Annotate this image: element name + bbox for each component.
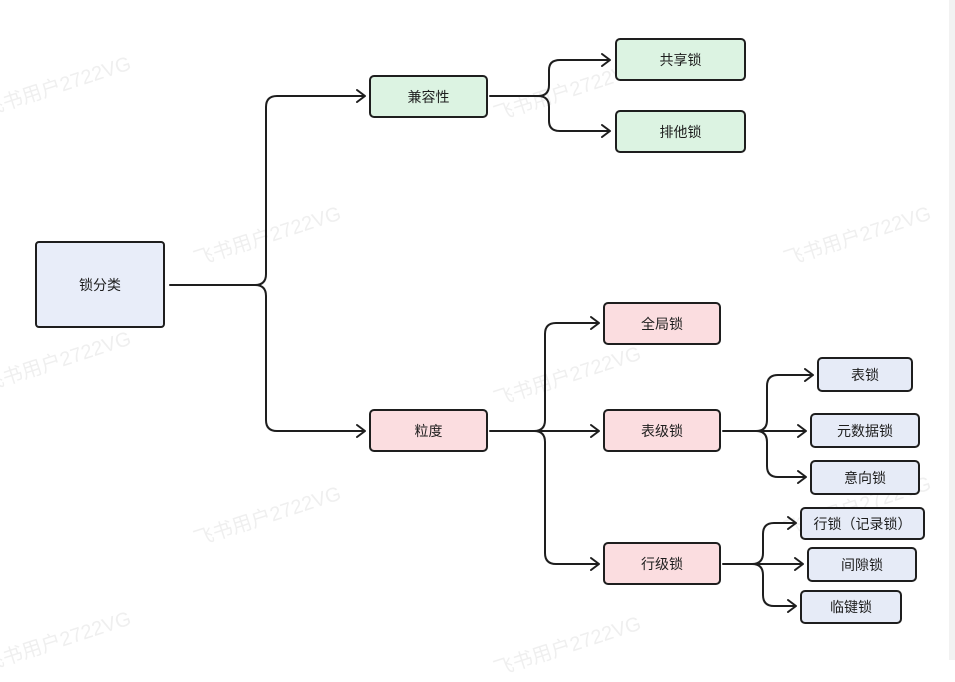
node-exclusive[interactable]: 排他锁 — [615, 110, 746, 153]
right-edge-strip — [949, 0, 955, 660]
node-granularity[interactable]: 粒度 — [369, 409, 488, 452]
node-table-lock[interactable]: 表锁 — [817, 357, 913, 392]
arrow-head — [787, 516, 797, 530]
node-row-lock[interactable]: 行锁（记录锁） — [800, 507, 925, 540]
node-gap-lock[interactable]: 间隙锁 — [807, 547, 917, 582]
arrow-head — [601, 53, 611, 67]
node-row-level[interactable]: 行级锁 — [603, 542, 721, 585]
arrow-head — [804, 368, 814, 382]
arrow-head — [590, 316, 600, 330]
connector-granularity-global — [489, 322, 599, 432]
node-compat[interactable]: 兼容性 — [369, 75, 488, 118]
arrow-head — [356, 89, 366, 103]
arrow-head — [590, 557, 600, 571]
connector-root-trunk — [169, 95, 365, 286]
node-table-level[interactable]: 表级锁 — [603, 409, 721, 452]
connector-table-tablelock — [722, 374, 813, 432]
arrow-head — [601, 124, 611, 138]
connector-granularity-row — [533, 430, 599, 565]
node-shared[interactable]: 共享锁 — [615, 38, 746, 81]
arrow-head — [797, 424, 807, 438]
arrow-head — [797, 470, 807, 484]
node-next-key-lock[interactable]: 临键锁 — [800, 590, 902, 624]
connector-row-rowlock — [722, 522, 796, 565]
node-root[interactable]: 锁分类 — [35, 241, 165, 328]
arrow-head — [356, 424, 366, 438]
arrow-head — [794, 557, 804, 571]
connector-row-nextkey — [751, 563, 796, 607]
connector-compat-exclusive — [537, 95, 610, 132]
node-metadata-lock[interactable]: 元数据锁 — [810, 413, 920, 448]
connector-compat-shared — [489, 59, 610, 97]
connector-table-intention — [755, 430, 806, 478]
arrow-head — [787, 599, 797, 613]
node-global[interactable]: 全局锁 — [603, 302, 721, 345]
arrow-head — [590, 424, 600, 438]
connector-lines — [169, 53, 814, 613]
node-intention-lock[interactable]: 意向锁 — [810, 460, 920, 495]
connector-root-granularity — [254, 284, 365, 432]
